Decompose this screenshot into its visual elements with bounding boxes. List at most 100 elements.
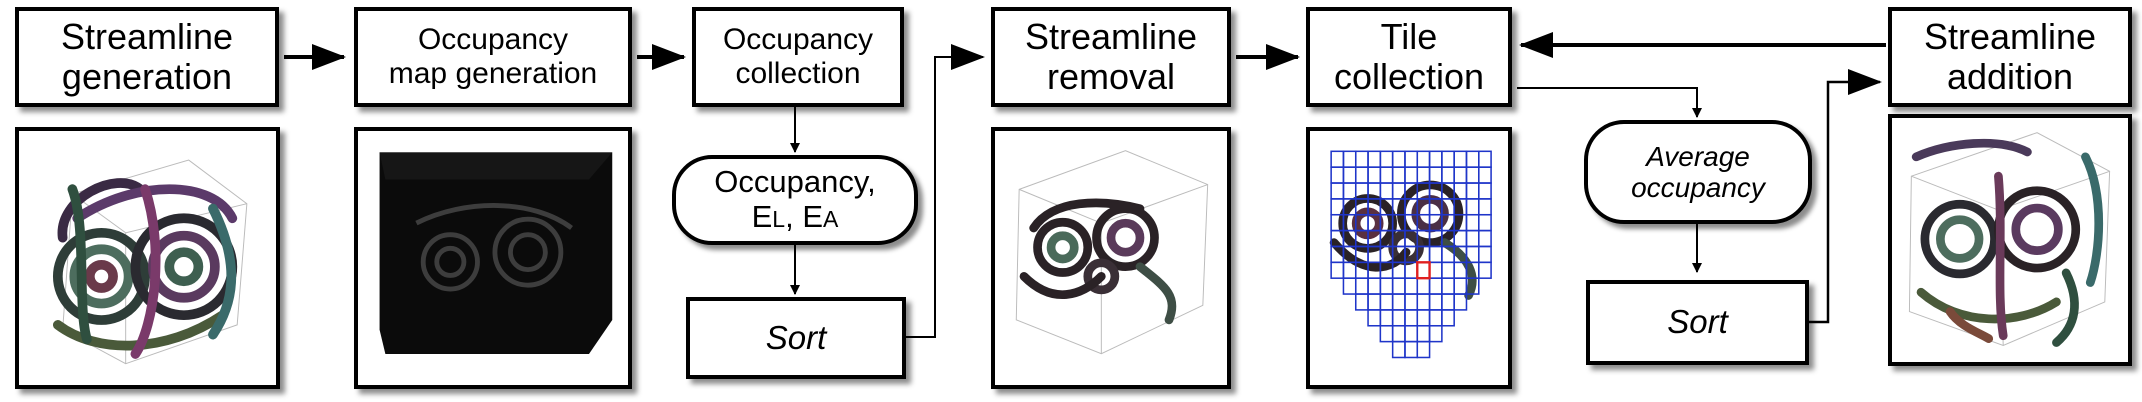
metric-e-label-2: E [802,199,824,234]
average-occupancy-label: Average occupancy [1631,140,1765,203]
grid-tile [1416,277,1431,295]
grid-tile [1416,340,1431,359]
grid-tile [1330,150,1345,168]
grid-tile [1391,309,1406,327]
occupancy-metrics-line2: EL, EA [714,199,875,235]
grid-tile [1367,309,1382,327]
grid-tile [1367,277,1382,295]
grid-tile [1478,150,1492,168]
tile-collection-box: Tile collection [1306,7,1512,107]
grid-tile [1391,293,1406,311]
grid-tile [1367,293,1382,311]
grid-tile [1441,150,1455,168]
occupancy-collection-label: Occupancy collection [722,23,874,90]
occupancy-metrics-line1: Occupancy, [714,164,876,200]
grid-tile [1428,150,1443,168]
grid-tile [1428,277,1443,295]
sort-left-box: Sort [686,297,906,379]
grid-tile [1465,150,1480,168]
occupancy-map-generation-label: Occupancy map generation [388,23,598,90]
grid-tile [1416,309,1431,327]
grid-tile [1416,261,1431,279]
grid-tile [1354,150,1369,168]
grid-tile [1391,166,1406,184]
grid-tile [1367,166,1382,184]
grid-tile [1404,324,1419,343]
grid-tile [1428,293,1443,311]
occupancy-collection-box: Occupancy collection [692,7,904,107]
streamline-removal-box: Streamline removal [991,7,1231,107]
grid-tile [1441,277,1455,295]
grid-tile [1330,261,1345,279]
grid-tile [1367,150,1382,168]
sort-right-box: Sort [1586,280,1809,365]
grid-tile [1379,166,1394,184]
grid-tile [1428,166,1443,184]
grid-tile [1416,150,1431,168]
grid-tile [1391,340,1406,359]
streamline-addition-box: Streamline addition [1888,7,2132,107]
grid-tile [1478,229,1492,248]
streamline-removal-image [991,127,1231,389]
grid-tile [1342,277,1357,295]
arrow-sort-to-addition [1809,69,1882,324]
arrow-sort-to-removal [906,44,985,338]
grid-tile [1428,309,1443,327]
grid-tile [1478,166,1492,184]
grid-tile [1404,293,1419,311]
streamline-addition-image [1888,114,2132,366]
average-occupancy-node: Average occupancy [1584,120,1812,224]
grid-tile [1354,277,1369,295]
grid-tile [1441,166,1455,184]
tile-collection-label: Tile collection [1333,15,1485,97]
grid-tile [1391,324,1406,343]
occupancy-metrics-node: Occupancy, EL, EA [672,155,918,245]
grid-tile [1379,293,1394,311]
grid-tile [1465,166,1480,184]
arrow-tile-to-average [1517,87,1702,118]
grid-tile [1428,324,1443,343]
metric-e-label: E [751,199,773,234]
sort-left-label: Sort [765,318,827,356]
grid-tile [1404,150,1419,168]
metric-separator: , [785,199,803,234]
grid-tile [1342,182,1357,200]
grid-tile [1391,150,1406,168]
streamline-removal-label: Streamline removal [1024,15,1198,97]
grid-tile [1379,309,1394,327]
grid-tile [1391,277,1406,295]
highlighted-tile [1416,261,1431,280]
grid-tile [1379,324,1394,343]
streamline-addition-label: Streamline addition [1923,15,2097,97]
grid-tile [1441,261,1455,279]
grid-tile [1478,213,1492,232]
grid-tile [1478,182,1492,200]
streamline-generation-label: Streamline generation [60,15,234,97]
grid-tile [1342,166,1357,184]
grid-tile [1379,277,1394,295]
grid-tile [1465,277,1480,295]
sort-right-label: Sort [1667,303,1728,341]
grid-tile [1354,293,1369,311]
grid-tile [1428,261,1443,279]
occupancy-map-generation-box: Occupancy map generation [354,7,632,107]
streamline-generation-box: Streamline generation [15,7,279,107]
grid-tile [1478,245,1492,264]
metric-el-subscript: L [772,206,786,232]
grid-tile [1478,261,1492,279]
metric-ea-subscript: A [823,206,839,232]
occupancy-map-image [354,127,632,389]
grid-tile [1379,150,1394,168]
grid-tile [1465,213,1480,232]
streamline-generation-image [15,127,280,389]
grid-tile [1330,182,1345,200]
grid-tile [1453,277,1468,295]
grid-tile [1404,340,1419,359]
grid-tile [1428,245,1443,264]
grid-tile [1465,182,1480,200]
grid-tile [1465,198,1480,216]
grid-tile [1404,166,1419,184]
grid-tile [1441,293,1455,311]
grid-tile [1404,277,1419,295]
